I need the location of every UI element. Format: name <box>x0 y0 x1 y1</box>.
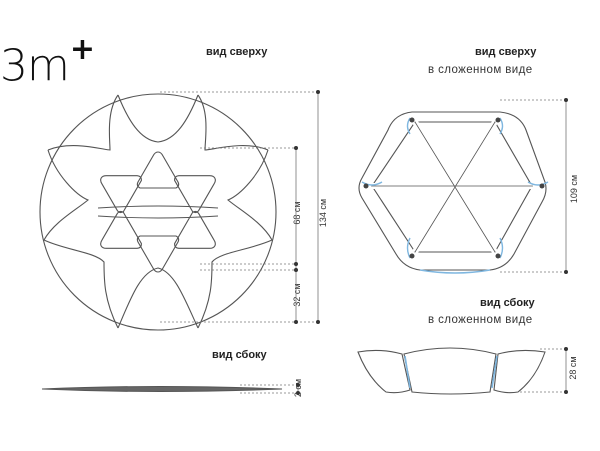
folded-top-view-drawing <box>358 111 549 274</box>
hinge-points <box>363 117 545 259</box>
label-folded-side-right: в сложенном виде <box>428 314 533 326</box>
folded-top-dimensions <box>500 98 568 274</box>
triangle-3 <box>172 159 226 215</box>
petal-left <box>43 149 90 241</box>
folded-side-dimensions <box>520 347 568 394</box>
center-seam <box>97 205 219 219</box>
hinge-accents <box>361 117 549 274</box>
triangle-2 <box>90 159 144 215</box>
logo-text: 3m <box>0 40 70 92</box>
top-view-dimensions <box>160 90 320 324</box>
petal-top <box>117 94 199 143</box>
label-folded-right: в сложенном виде <box>428 64 533 76</box>
petal-top-right <box>197 94 269 151</box>
label-top-view: вид сверху <box>206 46 268 58</box>
outer-outline <box>39 93 277 331</box>
folded-side-view-drawing <box>357 347 546 395</box>
petal-top-left <box>47 94 119 151</box>
triangle-1 <box>136 151 180 189</box>
side-right-pod <box>493 349 546 394</box>
triangle-6 <box>136 235 180 273</box>
flat-profile <box>41 386 283 392</box>
petal-right <box>226 149 273 241</box>
brand-logo: 3m+ <box>0 32 95 92</box>
label-side-view-left: вид сбоку <box>212 349 267 361</box>
label-side-view-right: вид сбоку <box>480 297 535 309</box>
petal-bottom <box>117 267 199 329</box>
petal-bottom-left <box>43 239 119 329</box>
triangle-5 <box>172 209 226 265</box>
side-view-drawing <box>41 383 300 395</box>
side-center-pod <box>403 347 497 395</box>
triangle-4 <box>90 209 144 265</box>
top-view-drawing <box>39 93 277 331</box>
logo-plus: + <box>69 32 95 67</box>
petal-bottom-right <box>197 239 273 329</box>
label-top-view-right: вид сверху <box>475 46 537 58</box>
side-left-pod <box>357 349 411 394</box>
